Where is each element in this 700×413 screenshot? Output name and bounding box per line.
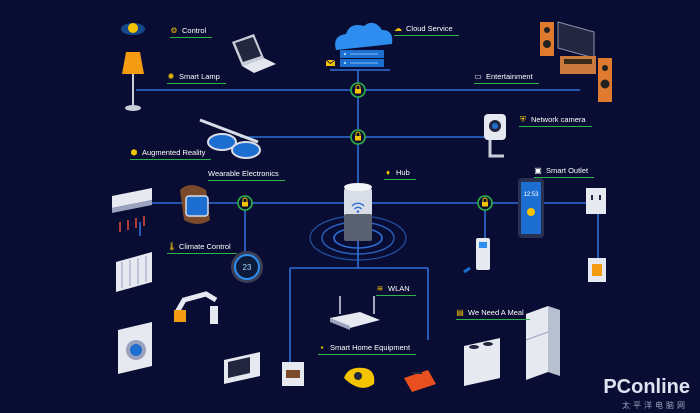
label-wlan: ≋ WLAN — [376, 283, 416, 296]
stove — [464, 338, 500, 386]
thermostat-value: 23 — [243, 263, 252, 272]
smart-lamp — [121, 23, 145, 111]
mail-envelope-icon — [325, 59, 336, 66]
wifi-router — [330, 296, 380, 330]
laptop — [232, 34, 276, 73]
label-smart-outlet: ▣ Smart Outlet — [534, 165, 595, 178]
refrigerator — [525, 306, 560, 380]
label-smart-home-equipment: ▪ Smart Home Equipment — [318, 342, 417, 355]
junction-node-left — [237, 195, 253, 211]
label-cloud-service: ☁ Cloud Service — [394, 23, 459, 36]
label-we-need-a-meal: ▤ We Need A Meal — [456, 307, 530, 320]
gear-icon: ⚙ — [170, 25, 178, 35]
phone-time: 12:53 — [523, 192, 539, 198]
junction-node-top — [350, 82, 366, 98]
smart-door-lock — [463, 238, 490, 274]
label-control: ⚙ Control — [170, 25, 213, 38]
label-climate-control: 🌡 Climate Control — [167, 241, 237, 254]
plug-icon: ▪ — [320, 342, 324, 352]
watermark-brand: PConline — [603, 376, 690, 398]
label-smart-lamp: ✺ Smart Lamp — [167, 71, 226, 84]
smart-outlet-upper — [586, 188, 606, 214]
air-conditioner — [112, 188, 152, 232]
watermark-sub: 太平洋电脑网 — [622, 401, 688, 410]
junction-node-middle — [350, 129, 366, 145]
monitor-icon: ▭ — [474, 71, 482, 81]
toaster — [404, 370, 436, 392]
network-camera — [484, 114, 506, 158]
coffee-machine — [282, 362, 304, 386]
junction-node-right — [477, 195, 493, 211]
cube-icon: ⬢ — [130, 147, 138, 157]
entertainment-system — [540, 21, 612, 102]
food-icon: ▤ — [456, 307, 464, 317]
ar-glasses — [199, 118, 261, 159]
robot-vacuum — [344, 367, 375, 388]
shield-icon: ⛨ — [520, 114, 526, 124]
lamp-icon: ✺ — [167, 71, 175, 81]
cloud-icon: ☁ — [394, 23, 402, 33]
radiator — [116, 252, 152, 292]
outlet-icon: ▣ — [534, 165, 542, 175]
hub-device — [344, 183, 372, 241]
thermostat: 23 — [231, 251, 263, 283]
label-augmented-reality: ⬢ Augmented Reality — [130, 147, 212, 160]
cloud-server — [335, 22, 393, 67]
microwave — [224, 352, 260, 384]
smart-outlet-lower — [588, 258, 606, 282]
label-hub: ♦ Hub — [384, 167, 416, 180]
label-wearable-electronics: Wearable Electronics — [208, 169, 285, 181]
label-network-camera: ⛨ Network camera — [519, 114, 592, 127]
smartphone: 12:53 — [518, 178, 544, 238]
thermometer-icon: 🌡 — [167, 241, 178, 251]
label-entertainment: ▭ Entertainment — [474, 71, 539, 84]
robotic-arm — [173, 291, 218, 324]
wifi-icon: ≋ — [376, 283, 384, 293]
washing-machine — [118, 322, 152, 374]
smart-watch — [180, 185, 210, 224]
lightbulb-icon: ♦ — [385, 167, 391, 177]
